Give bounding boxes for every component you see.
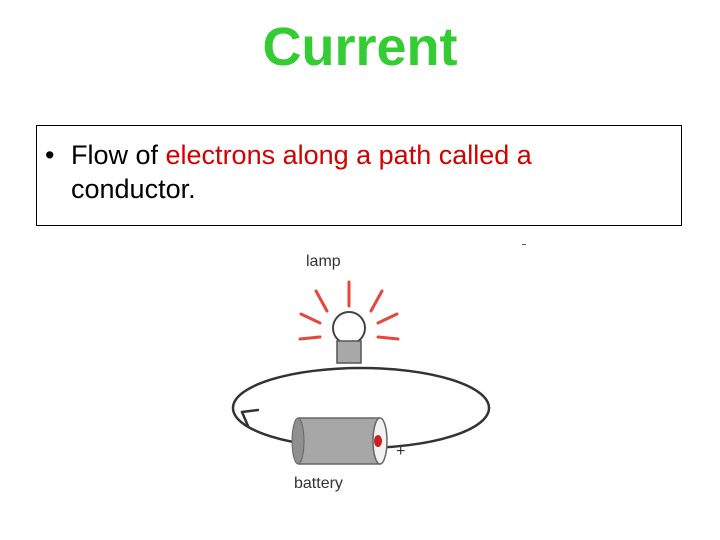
battery-icon — [291, 417, 388, 465]
battery-label: battery — [294, 475, 343, 492]
plus-label: + — [396, 443, 405, 460]
lamp-icon — [332, 311, 366, 364]
lamp-label: lamp — [306, 253, 341, 270]
light-rays — [298, 280, 400, 341]
bullet-text-highlight: electrons along a path called a — [165, 140, 532, 170]
stray-mark — [522, 244, 526, 245]
circuit-diagram: lamp + battery — [231, 253, 491, 492]
bullet-box: • Flow of electrons along a path called a… — [36, 125, 682, 226]
direction-arrow-icon — [240, 408, 260, 428]
slide-title: Current — [262, 17, 458, 77]
bullet-text-suffix: conductor. — [71, 174, 196, 204]
bullet-marker: • — [45, 140, 55, 170]
bullet-item: • Flow of electrons along a path called a… — [45, 138, 681, 206]
bullet-text-prefix: Flow of — [71, 140, 166, 170]
